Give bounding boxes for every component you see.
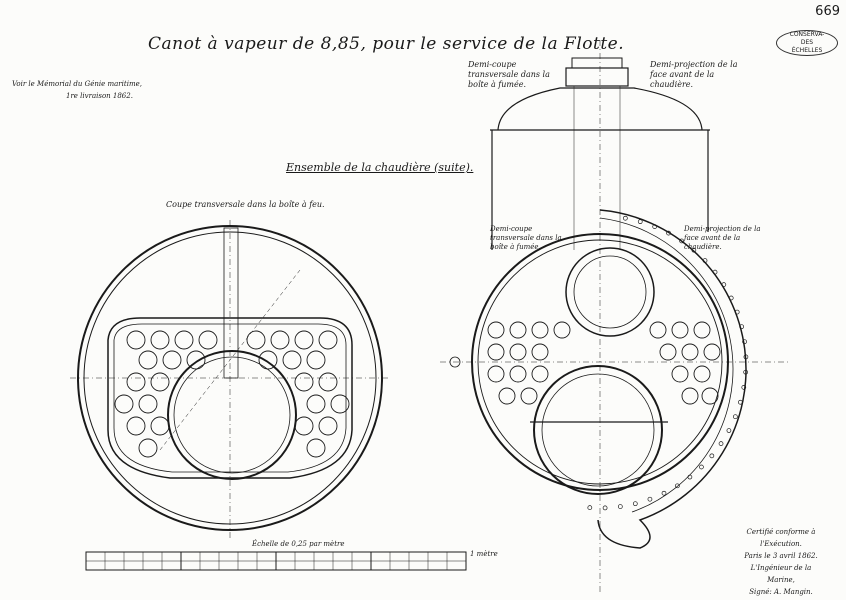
right-side-fitting bbox=[449, 356, 461, 368]
right-upper-door-inner bbox=[573, 255, 647, 329]
left-firebox-outline bbox=[107, 317, 353, 479]
left-central-flue bbox=[167, 350, 297, 480]
left-view-label: Coupe transversale dans la boîte à feu. bbox=[166, 200, 325, 209]
right-front-plate-inner bbox=[599, 217, 734, 513]
right-right-label: Demi-projection de la face avant de la c… bbox=[650, 60, 738, 89]
right-dome-top bbox=[497, 87, 703, 131]
scale-unit: 1 mètre bbox=[470, 550, 498, 558]
right-chimney-top bbox=[571, 57, 623, 69]
page-number: 669 bbox=[815, 4, 840, 19]
certification-block: Certifié conforme à l'Exécution. Paris l… bbox=[744, 528, 818, 596]
right-tube-bank bbox=[487, 321, 721, 405]
drawing-subtitle: Ensemble de la chaudière (suite). bbox=[286, 161, 474, 174]
right-front-plate bbox=[597, 209, 747, 549]
right-left-label: Demi-coupe transversale dans la boîte à … bbox=[468, 60, 550, 89]
scale-bar bbox=[85, 551, 467, 571]
left-firebox-inner bbox=[113, 323, 347, 473]
right-lower-door bbox=[533, 365, 663, 495]
left-stay-column bbox=[223, 227, 239, 379]
right-upper-door bbox=[565, 247, 655, 337]
right-inner-left-label: Demi-coupe transversale dans la boîte à … bbox=[490, 225, 562, 251]
left-tube-bank bbox=[114, 330, 350, 458]
right-rivet-ring bbox=[587, 215, 749, 511]
right-lower-door-inner bbox=[541, 373, 655, 487]
left-diagonal-dim bbox=[159, 269, 301, 451]
right-chimney-flange bbox=[565, 67, 629, 87]
reference-line-1: Voir le Mémorial du Génie maritime, bbox=[12, 80, 142, 88]
scale-label: Échelle de 0,25 par mètre bbox=[252, 540, 345, 548]
right-inner-right-label: Demi-projection de la face avant de la c… bbox=[684, 225, 761, 251]
drawing-title: Canot à vapeur de 8,85, pour le service … bbox=[148, 34, 625, 54]
reference-line-2: 1re livraison 1862. bbox=[66, 92, 133, 100]
left-central-flue-inner bbox=[173, 356, 291, 474]
